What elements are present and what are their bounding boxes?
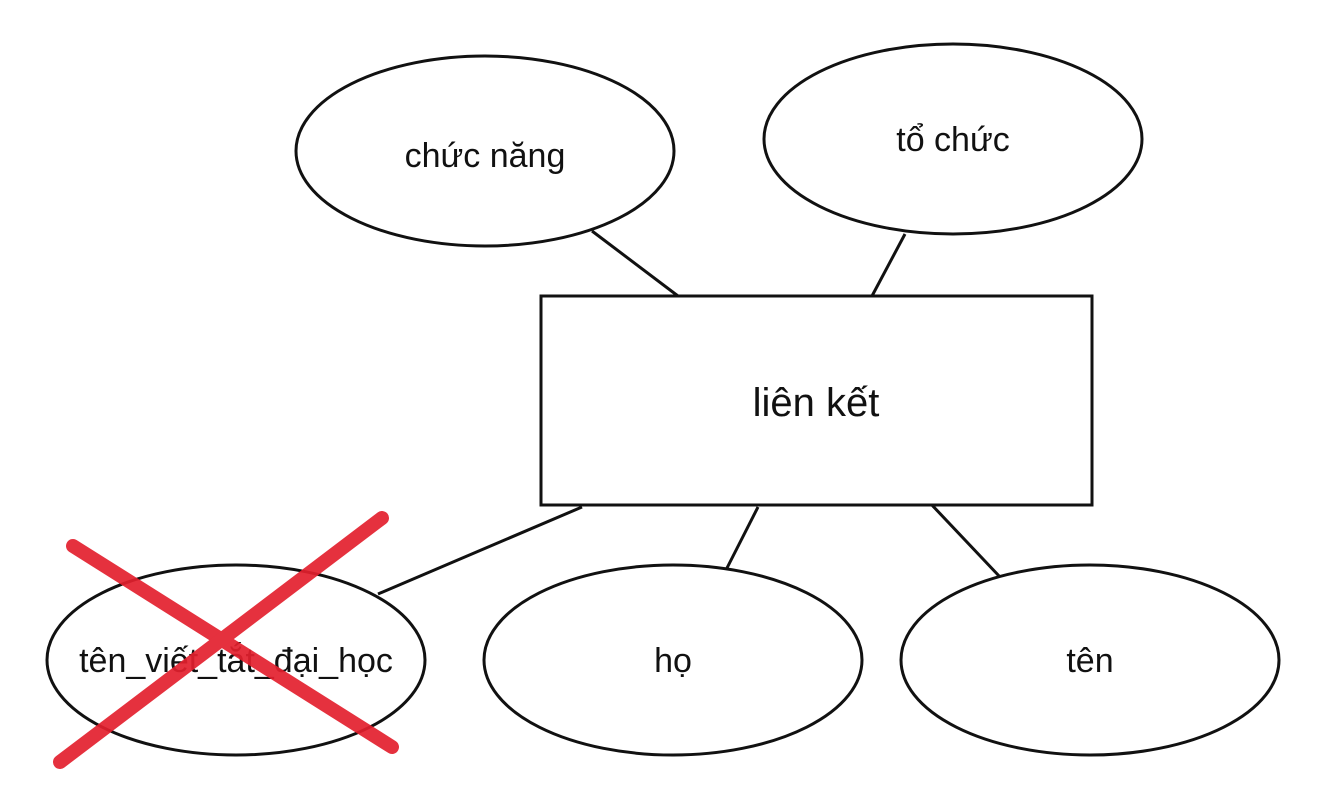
attribute-label-ho: họ: [654, 642, 692, 680]
connector-chuc-nang: [591, 229, 679, 298]
attribute-chuc-nang[interactable]: chức năng: [294, 54, 676, 248]
attribute-to-chuc[interactable]: tổ chức: [762, 42, 1144, 236]
connector-ten: [928, 501, 1002, 579]
attribute-label-ten: tên: [1066, 642, 1113, 680]
entity-lien-ket[interactable]: liên kết: [539, 294, 1094, 507]
connector-to-chuc: [870, 233, 907, 297]
removed-cross-mark: [53, 511, 399, 769]
attribute-ten[interactable]: tên: [899, 563, 1281, 757]
cross-stroke-1: [66, 539, 399, 754]
cross-stroke-2: [53, 511, 389, 769]
attribute-ho[interactable]: họ: [482, 563, 864, 757]
attribute-label-chuc-nang: chức năng: [405, 137, 566, 175]
connector-ten-viet-tat: [377, 505, 583, 596]
connector-ho: [725, 506, 760, 569]
entity-label: liên kết: [753, 381, 880, 425]
attribute-label-to-chuc: tổ chức: [896, 121, 1009, 159]
